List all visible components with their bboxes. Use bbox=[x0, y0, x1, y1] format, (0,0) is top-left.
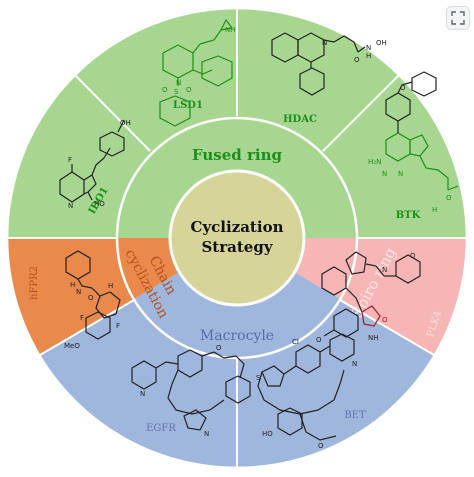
hdac-nh-label: N bbox=[366, 44, 371, 52]
bet-s-label: S bbox=[256, 374, 261, 382]
ido1-n-label: N bbox=[68, 202, 73, 210]
plk4-o-label: O bbox=[410, 252, 416, 260]
hdac-structure bbox=[271, 32, 366, 96]
target-btk: BTK bbox=[396, 210, 421, 221]
target-hfpr2: hFPR2 bbox=[29, 266, 40, 300]
hfpr2-n1-label: N bbox=[76, 288, 81, 296]
sector-macrocycle bbox=[39, 238, 435, 467]
lsd1-structure bbox=[159, 18, 234, 127]
target-hdac: HDAC bbox=[283, 114, 317, 125]
center-title-line2: Strategy bbox=[201, 238, 273, 256]
hfpr2-meo-label: MeO bbox=[64, 342, 80, 350]
bet-o-label: O bbox=[318, 442, 324, 450]
plk4-meo-label: O bbox=[316, 336, 322, 344]
ido1-f-label: F bbox=[68, 156, 72, 164]
ido1-ho-label: HO bbox=[94, 200, 105, 208]
hdac-o-label: O bbox=[354, 56, 360, 64]
egfr-structure bbox=[131, 349, 251, 431]
lsd1-s-label: S bbox=[174, 88, 179, 96]
label-macrocycle: Macrocyle bbox=[200, 328, 274, 344]
btk-co-label: O bbox=[446, 194, 452, 202]
plk4-n-label: N bbox=[382, 266, 387, 274]
hdac-oh-label: OH bbox=[376, 39, 387, 47]
hdac-n-label: N bbox=[322, 39, 327, 47]
ido1-structure bbox=[59, 119, 125, 203]
ido1-oh-label: OH bbox=[120, 119, 131, 127]
target-egfr: EGFR bbox=[146, 423, 176, 434]
lsd1-o2-label: O bbox=[186, 86, 192, 94]
btk-hn-label: H bbox=[432, 206, 437, 214]
btk-n1-label: N bbox=[382, 170, 387, 178]
center-circle bbox=[168, 169, 306, 307]
hfpr2-h1-label: H bbox=[70, 281, 75, 289]
lsd1-nh-label: NH bbox=[225, 26, 236, 34]
lsd1-n-label: N bbox=[176, 79, 181, 87]
hdac-h-label: H bbox=[366, 52, 371, 60]
bet-cl-label: Cl bbox=[292, 338, 299, 346]
egfr-o-label: O bbox=[216, 344, 222, 352]
hfpr2-f2-label: F bbox=[116, 322, 120, 330]
bet-structure bbox=[257, 333, 355, 441]
center-title-line1: Cyclization bbox=[191, 218, 284, 236]
btk-nh2-label: H₂N bbox=[368, 158, 381, 166]
label-fused-ring: Fused ring bbox=[192, 146, 282, 164]
expand-icon bbox=[451, 11, 465, 25]
zoom-icon[interactable] bbox=[446, 6, 470, 30]
lsd1-o1-label: O bbox=[162, 86, 168, 94]
hfpr2-f1-label: F bbox=[80, 314, 84, 322]
bet-ho-label: HO bbox=[262, 430, 273, 438]
egfr-n2-label: N bbox=[204, 430, 209, 438]
plk4-structure bbox=[321, 251, 421, 338]
egfr-n-label: N bbox=[140, 390, 145, 398]
target-lsd1: LSD1 bbox=[173, 100, 203, 111]
hfpr2-structure bbox=[65, 250, 121, 340]
plk4-nh-label: NH bbox=[368, 334, 379, 342]
btk-n2-label: N bbox=[398, 170, 403, 178]
hfpr2-h2-label: H bbox=[108, 282, 113, 290]
btk-o-label: O bbox=[400, 84, 406, 92]
hfpr2-o1-label: O bbox=[88, 294, 94, 302]
plk4-o2-label: O bbox=[382, 316, 388, 324]
target-bet: BET bbox=[344, 410, 366, 421]
btk-structure bbox=[385, 71, 459, 191]
bet-n-label: N bbox=[352, 360, 357, 368]
inner-ring-border bbox=[115, 116, 359, 360]
sector-fused-ring bbox=[7, 8, 467, 238]
